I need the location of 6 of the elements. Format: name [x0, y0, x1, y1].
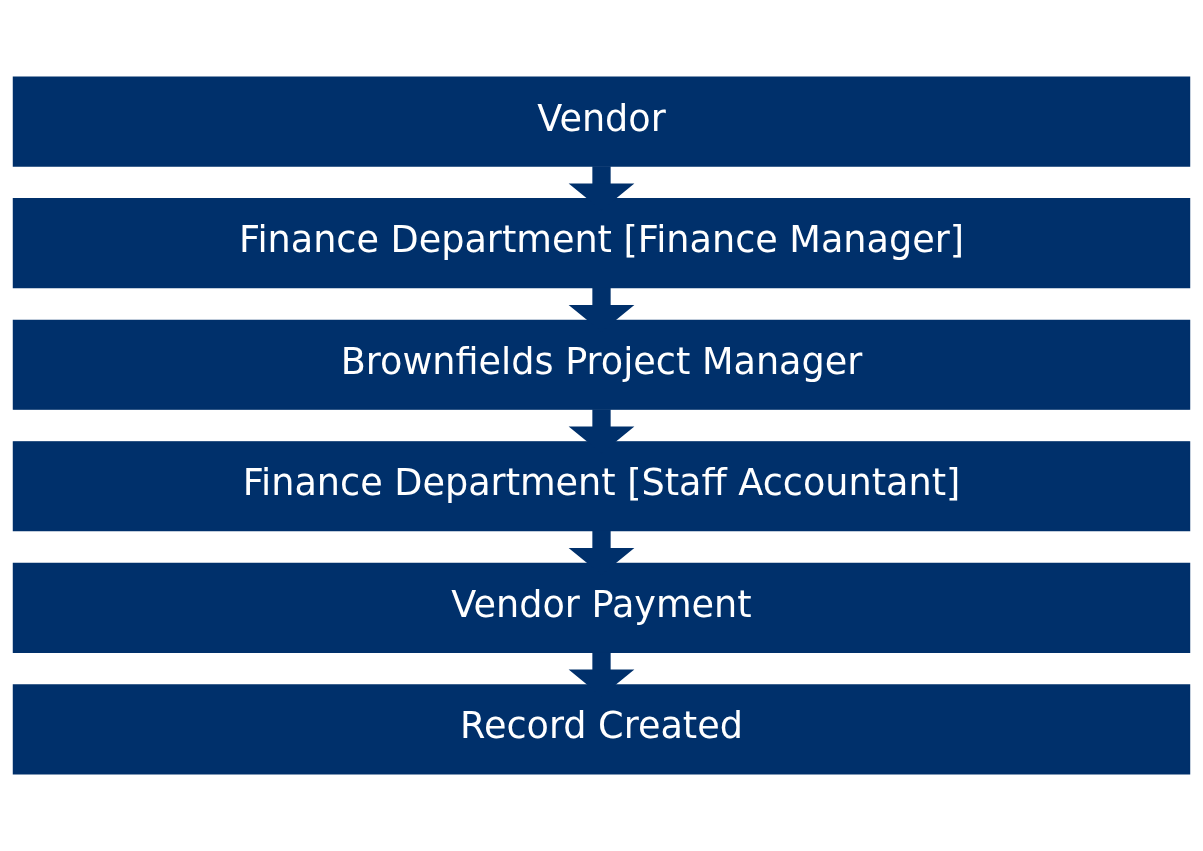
- node-box: Finance Department [Finance Manager]: [12, 198, 1191, 289]
- node-box: Vendor: [12, 76, 1191, 167]
- node-box: Record Created: [12, 684, 1191, 775]
- node-box: Brownfields Project Manager: [12, 319, 1191, 410]
- node-box: Finance Department [Staff Accountant]: [12, 441, 1191, 532]
- node-box: Vendor Payment: [12, 562, 1191, 653]
